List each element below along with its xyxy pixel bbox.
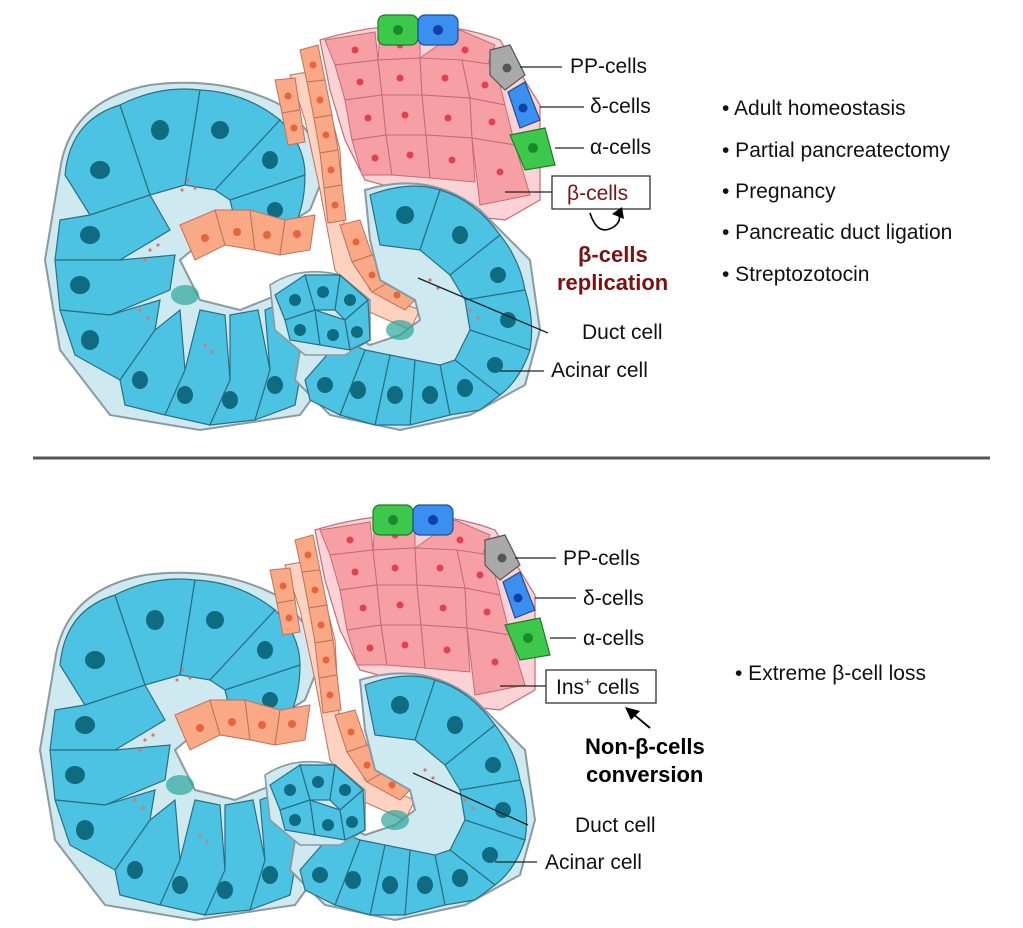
bottom-ins-cells-box: [545, 669, 657, 704]
top-beta-cells-box-label: β-cells: [567, 182, 628, 205]
top-alpha-cells-label: α-cells: [590, 136, 651, 159]
top-condition-item: • Pregnancy: [722, 180, 836, 203]
bottom-tissue-illustration: [39, 504, 551, 921]
top-condition-item: • Adult homeostasis: [722, 97, 906, 120]
top-duct-cell-label: Duct cell: [582, 321, 663, 344]
top-acinar-cell-label: Acinar cell: [551, 359, 648, 382]
top-leader-lines: [417, 66, 584, 372]
bottom-conversion-arrow-icon: [625, 707, 651, 729]
top-delta-cells-label: δ-cells: [590, 95, 651, 118]
bottom-alpha-cells-label: α-cells: [583, 627, 644, 650]
bottom-conditions-list: • Extreme β-cell loss: [735, 662, 926, 685]
bottom-process-line1: Non-β-cells: [585, 734, 705, 759]
top-process-line2: replication: [557, 270, 668, 295]
bottom-delta-cells-label: δ-cells: [583, 587, 644, 610]
bottom-ins-cells-box-label: Ins+ cells: [556, 674, 639, 699]
bottom-condition-item: • Extreme β-cell loss: [735, 662, 926, 685]
top-condition-item: • Partial pancreatectomy: [722, 139, 950, 162]
bottom-acinar-cell-label: Acinar cell: [545, 851, 642, 874]
top-condition-item: • Pancreatic duct ligation: [722, 221, 952, 244]
top-process-line1: β-cells: [578, 242, 648, 267]
top-beta-cells-box: [551, 175, 651, 210]
bottom-pp-cells-label: PP-cells: [563, 547, 640, 570]
bottom-duct-cell-label: Duct cell: [575, 814, 656, 837]
bottom-process-line2: conversion: [586, 762, 703, 787]
top-tissue-illustration: [44, 14, 556, 431]
top-conditions-list: • Adult homeostasis • Partial pancreatec…: [722, 97, 952, 286]
bottom-leader-lines: [412, 557, 576, 863]
top-pp-cells-label: PP-cells: [570, 55, 647, 78]
top-condition-item: • Streptozotocin: [722, 263, 869, 286]
top-replication-arrow-icon: [589, 207, 624, 231]
